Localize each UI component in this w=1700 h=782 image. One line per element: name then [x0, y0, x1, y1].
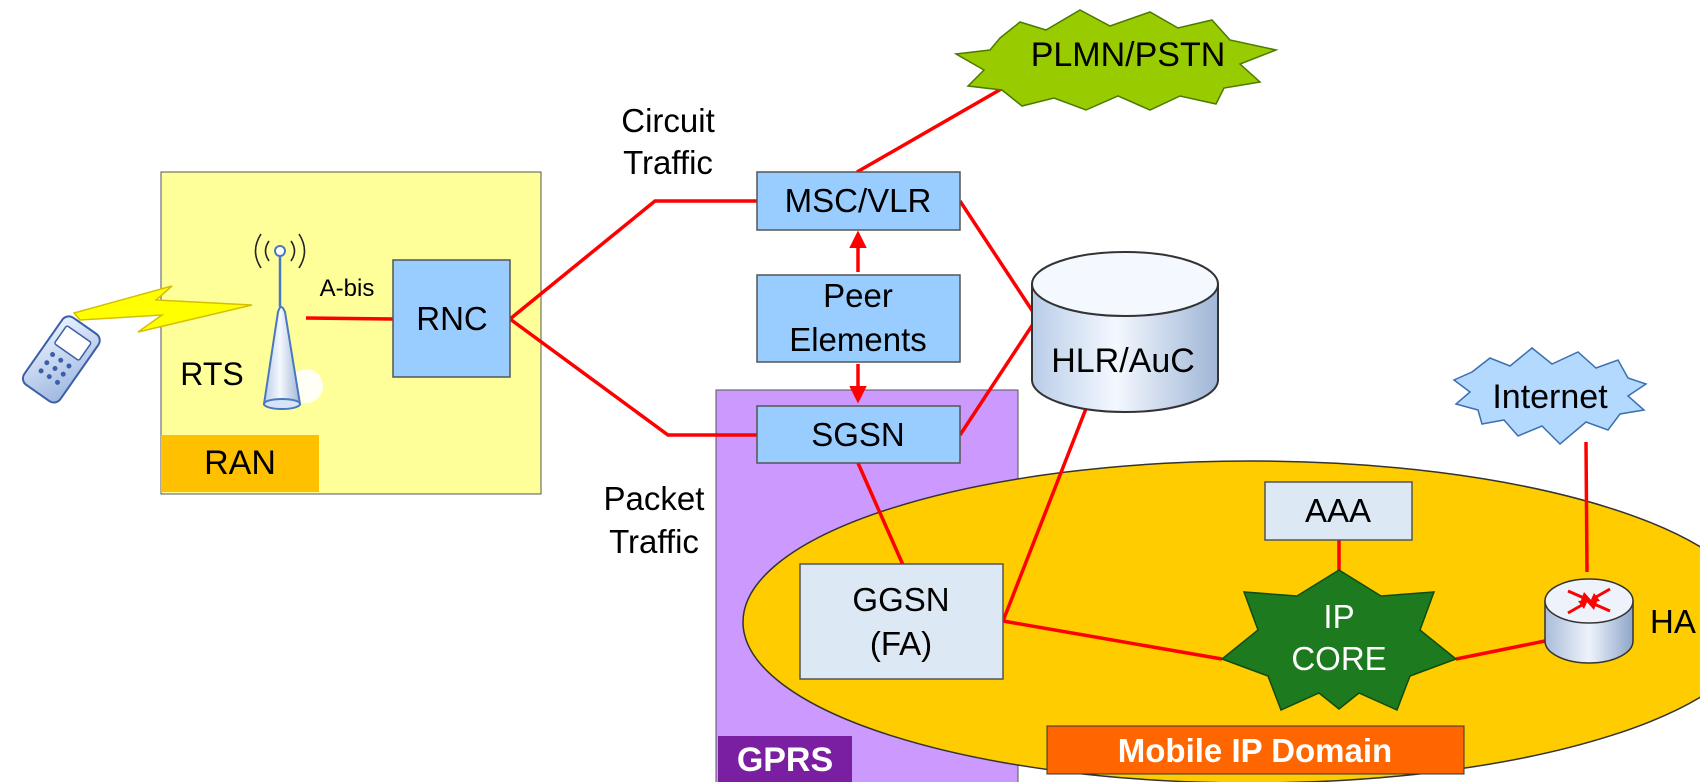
circuit-traffic-line1: Circuit	[621, 102, 715, 139]
abis-label: A-bis	[320, 275, 375, 302]
link-sgsn-ggsn	[856, 462, 905, 566]
links	[305, 86, 1589, 661]
ip-core-label-line1: IP	[1323, 598, 1354, 635]
ggsn-node[interactable]: GGSN (FA)	[799, 563, 1004, 680]
rts-antenna-icon	[254, 233, 323, 410]
link-ipcore-ha	[1455, 639, 1546, 661]
aaa-node[interactable]: AAA	[1264, 481, 1413, 541]
mobile-phone-icon	[21, 315, 101, 404]
packet-traffic-line2: Traffic	[609, 523, 699, 560]
hlr-auc-node[interactable]: HLR/AuC	[1031, 251, 1219, 413]
gprs-tag: GPRS	[718, 736, 852, 782]
link-hlr-ggsn	[1001, 405, 1089, 622]
internet-cloud[interactable]: Internet	[1452, 347, 1648, 446]
mobile-ip-domain	[742, 460, 1700, 782]
link-rnc-msc	[508, 199, 757, 321]
packet-traffic-line1: Packet	[604, 480, 705, 517]
mobile-ip-tag: Mobile IP Domain	[1046, 725, 1465, 775]
hlr-auc-label: HLR/AuC	[1051, 342, 1195, 380]
gprs-label: GPRS	[737, 741, 833, 779]
circuit-traffic-line2: Traffic	[623, 144, 713, 181]
sgsn-node[interactable]: SGSN	[756, 405, 961, 464]
ggsn-label-line2: (FA)	[870, 625, 932, 662]
sgsn-label: SGSN	[811, 416, 905, 453]
ha-router-icon[interactable]	[1544, 578, 1634, 664]
wireless-lightning-icon	[72, 285, 253, 333]
ggsn-label-line1: GGSN	[852, 581, 949, 618]
msc-vlr-node[interactable]: MSC/VLR	[756, 171, 961, 231]
rts-label: RTS	[180, 356, 243, 392]
ha-label: HA	[1650, 603, 1696, 640]
peer-elements-node[interactable]: Peer Elements	[756, 274, 961, 363]
ip-core-label-line2: CORE	[1291, 640, 1386, 677]
aaa-label: AAA	[1305, 492, 1371, 529]
link-msc-plmn	[856, 86, 1004, 174]
link-ggsn-ipcore	[1002, 619, 1223, 661]
mobile-ip-label: Mobile IP Domain	[1118, 732, 1392, 769]
rnc-label: RNC	[416, 300, 488, 337]
link-msc-hlr	[958, 200, 1039, 319]
link-sgsn-hlr	[958, 317, 1039, 436]
peer-label-line2: Elements	[789, 321, 927, 358]
plmn-pstn-cloud[interactable]: PLMN/PSTN	[953, 9, 1279, 111]
peer-label-line1: Peer	[823, 277, 893, 314]
link-internet-ha	[1584, 441, 1589, 573]
internet-label: Internet	[1492, 378, 1608, 416]
ip-core-node[interactable]: IP CORE	[1220, 569, 1458, 712]
plmn-pstn-label: PLMN/PSTN	[1031, 36, 1226, 74]
link-rnc-sgsn	[508, 317, 757, 437]
link-rts-rnc	[305, 316, 394, 321]
ran-label: RAN	[204, 444, 276, 482]
rnc-node[interactable]: RNC	[392, 259, 511, 378]
msc-vlr-label: MSC/VLR	[785, 182, 932, 219]
